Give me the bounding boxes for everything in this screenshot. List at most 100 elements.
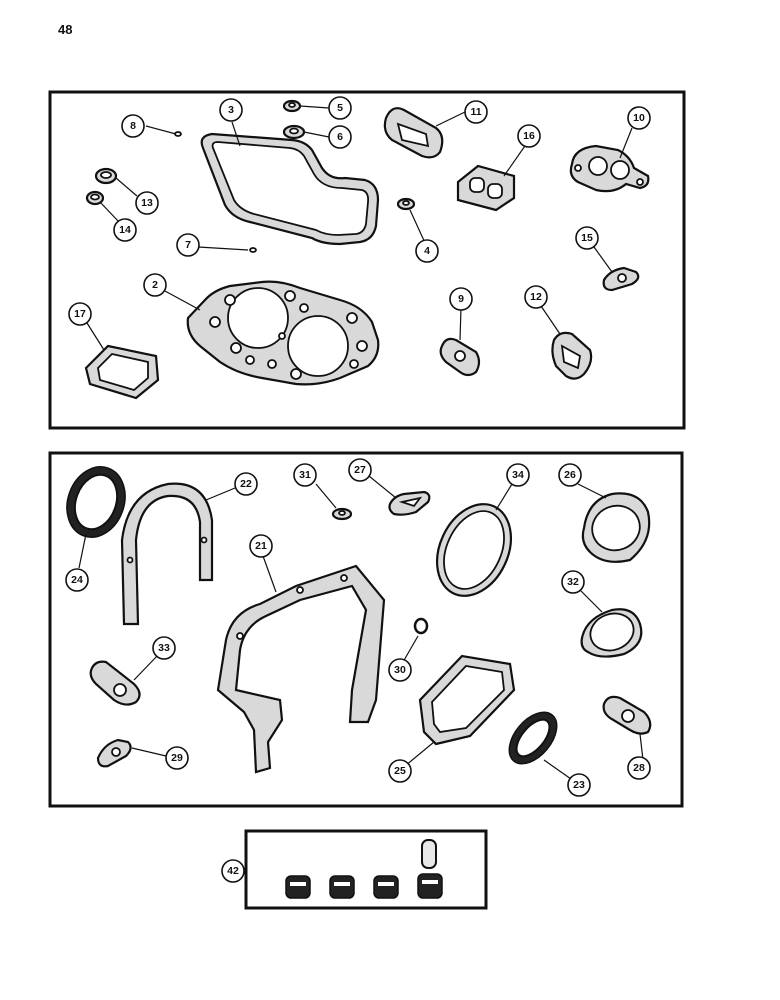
callout-13: 13	[135, 191, 159, 215]
callout-15: 15	[575, 226, 599, 250]
callout-25-label: 25	[394, 765, 406, 777]
callout-23-label: 23	[573, 779, 585, 791]
part-29-gasket	[96, 738, 132, 768]
callout-8: 8	[121, 114, 145, 138]
callout-6-label: 6	[337, 131, 343, 143]
callout-31: 31	[293, 463, 317, 487]
callout-6: 6	[328, 125, 352, 149]
callout-42-label: 42	[227, 865, 239, 877]
callout-16: 16	[517, 124, 541, 148]
seal-panel-frame	[244, 829, 488, 910]
callout-29: 29	[165, 746, 189, 770]
callout-42: 42	[221, 859, 245, 883]
callout-24-label: 24	[71, 574, 83, 586]
valve-seal-4	[417, 873, 443, 899]
part-4-washer	[396, 197, 416, 211]
upper-panel-frame	[48, 90, 686, 430]
part-25-gasket	[418, 654, 516, 746]
part-11-gasket	[383, 107, 444, 159]
callout-4: 4	[415, 239, 439, 263]
part-10-gasket	[569, 144, 650, 193]
callout-5: 5	[328, 96, 352, 120]
callout-17-label: 17	[74, 308, 86, 320]
callout-4-label: 4	[424, 245, 430, 257]
callout-5-label: 5	[337, 102, 343, 114]
callout-7-label: 7	[185, 239, 191, 251]
callout-33: 33	[152, 636, 176, 660]
callout-15-label: 15	[581, 232, 593, 244]
callout-27: 27	[348, 458, 372, 482]
callout-22: 22	[234, 472, 258, 496]
part-26-gasket	[581, 492, 651, 563]
part-17-gasket	[84, 344, 160, 400]
part-27-gasket	[388, 490, 431, 516]
callout-21-label: 21	[255, 540, 267, 552]
part-23-oil-seal	[508, 711, 558, 765]
callout-11: 11	[464, 100, 488, 124]
part-12-gasket	[551, 331, 593, 380]
part-6-washer	[282, 124, 306, 140]
part-33-gasket	[89, 660, 141, 706]
callout-27-label: 27	[354, 464, 366, 476]
page-number: 48	[58, 22, 73, 37]
callout-12-label: 12	[530, 291, 542, 303]
callout-34-label: 34	[512, 469, 524, 481]
part-5-washer	[282, 99, 302, 113]
part-21-timing-cover-gasket	[216, 564, 386, 774]
callout-12: 12	[524, 285, 548, 309]
callout-9: 9	[449, 287, 473, 311]
part-31-washer	[331, 507, 353, 521]
callout-10-label: 10	[633, 112, 645, 124]
part-3-rocker-cover-gasket	[200, 132, 380, 246]
callout-32-label: 32	[567, 576, 579, 588]
callout-2-label: 2	[152, 279, 158, 291]
part-30-o-ring	[413, 617, 429, 635]
callout-34: 34	[506, 463, 530, 487]
callout-8-label: 8	[130, 120, 136, 132]
part-15-gasket	[602, 266, 640, 292]
callout-17: 17	[68, 302, 92, 326]
part-28-gasket	[602, 695, 652, 735]
lower-panel-frame	[48, 451, 684, 808]
callout-10: 10	[627, 106, 651, 130]
part-9-gasket	[439, 337, 481, 377]
part-32-gasket	[580, 608, 643, 658]
part-7-o-ring	[249, 247, 257, 253]
callout-23: 23	[567, 773, 591, 797]
callout-26-label: 26	[564, 469, 576, 481]
valve-seal-1	[285, 875, 311, 899]
callout-3: 3	[219, 98, 243, 122]
callout-30: 30	[388, 658, 412, 682]
callout-32: 32	[561, 570, 585, 594]
callout-30-label: 30	[394, 664, 406, 676]
part-16-gasket	[456, 164, 516, 212]
callout-26: 26	[558, 463, 582, 487]
callout-3-label: 3	[228, 104, 234, 116]
callout-14-label: 14	[119, 224, 131, 236]
part-42-valve-stem-seals	[285, 839, 443, 899]
part-2-cylinder-head-gasket	[186, 280, 380, 386]
callout-11-label: 11	[470, 106, 481, 118]
callout-9-label: 9	[458, 293, 464, 305]
callout-2: 2	[143, 273, 167, 297]
callout-22-label: 22	[240, 478, 252, 490]
part-24-oil-seal	[66, 466, 126, 538]
callout-16-label: 16	[523, 130, 535, 142]
valve-seal-2	[329, 875, 355, 899]
callout-29-label: 29	[171, 752, 183, 764]
callout-25: 25	[388, 759, 412, 783]
part-14-seal	[85, 190, 105, 206]
part-22-gasket	[120, 482, 214, 626]
callout-13-label: 13	[141, 197, 153, 209]
leader-lines	[78, 105, 644, 780]
valve-seal-3	[373, 875, 399, 899]
callout-33-label: 33	[158, 642, 170, 654]
callout-21: 21	[249, 534, 273, 558]
callout-24: 24	[65, 568, 89, 592]
callout-31-label: 31	[299, 469, 311, 481]
part-34-gasket	[436, 503, 512, 597]
callout-28: 28	[627, 756, 651, 780]
part-13-seal	[94, 167, 118, 185]
callout-7: 7	[176, 233, 200, 257]
